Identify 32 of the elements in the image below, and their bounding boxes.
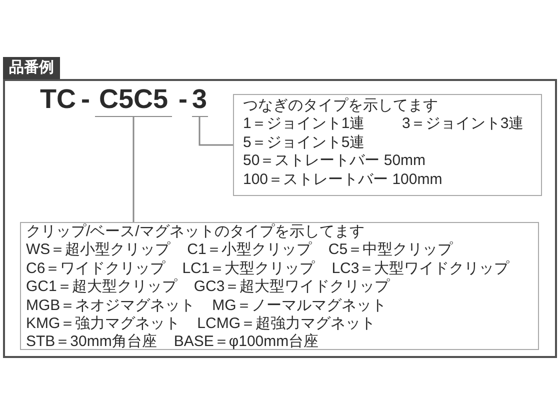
code-definition: C6＝ワイドクリップ [26, 260, 166, 277]
code-definition: LC3＝大型ワイドクリップ [332, 260, 510, 277]
leader-line [132, 116, 134, 222]
code-definition: GC1＝超大型クリップ [26, 278, 177, 296]
code-definition: GC3＝超大型ワイドクリップ [194, 278, 390, 296]
info-box [20, 222, 539, 350]
leader-line [198, 116, 233, 146]
code-definition: WS＝超小型クリップ [26, 241, 170, 258]
code-definition: LC1＝大型クリップ [182, 260, 315, 277]
code-definition: C1＝小型クリップ [187, 241, 312, 258]
code-definition: C5＝中型クリップ [328, 241, 453, 258]
code-definition: MGB＝ネオジマグネット [26, 296, 196, 314]
code-definition: 1＝ジョイント1連 [243, 115, 365, 134]
box-heading: つなぎのタイプを示してます [243, 96, 438, 116]
code-definition: STB＝30mm角台座 [26, 333, 157, 350]
underlined-code: C5C5 [95, 86, 172, 116]
code-definition: LCMG＝超強力マグネット [197, 314, 376, 332]
part-code: TC [40, 86, 76, 113]
box-heading: クリップ/ベース/マグネットのタイプを示してます [26, 223, 364, 240]
code-definition: 50＝ストレートバー 50mm [243, 152, 426, 171]
code-definition: BASE＝φ100mm台座 [174, 333, 319, 350]
code-definition: 5＝ジョイント5連 [243, 134, 365, 152]
frame-panel [3, 57, 557, 358]
underlined-code: 3 [192, 86, 208, 116]
code-definition: 3＝ジョイント3連 [402, 115, 524, 134]
heading-tab: 品番例 [3, 57, 60, 79]
info-box [233, 94, 542, 196]
code-definition: 100＝ストレートバー 100mm [243, 170, 442, 190]
code-definition: KMG＝強力マグネット [26, 314, 180, 332]
code-definition: MG＝ノーマルマグネット [212, 296, 386, 314]
separator-dash: - [178, 86, 188, 113]
separator-dash: - [81, 86, 90, 113]
